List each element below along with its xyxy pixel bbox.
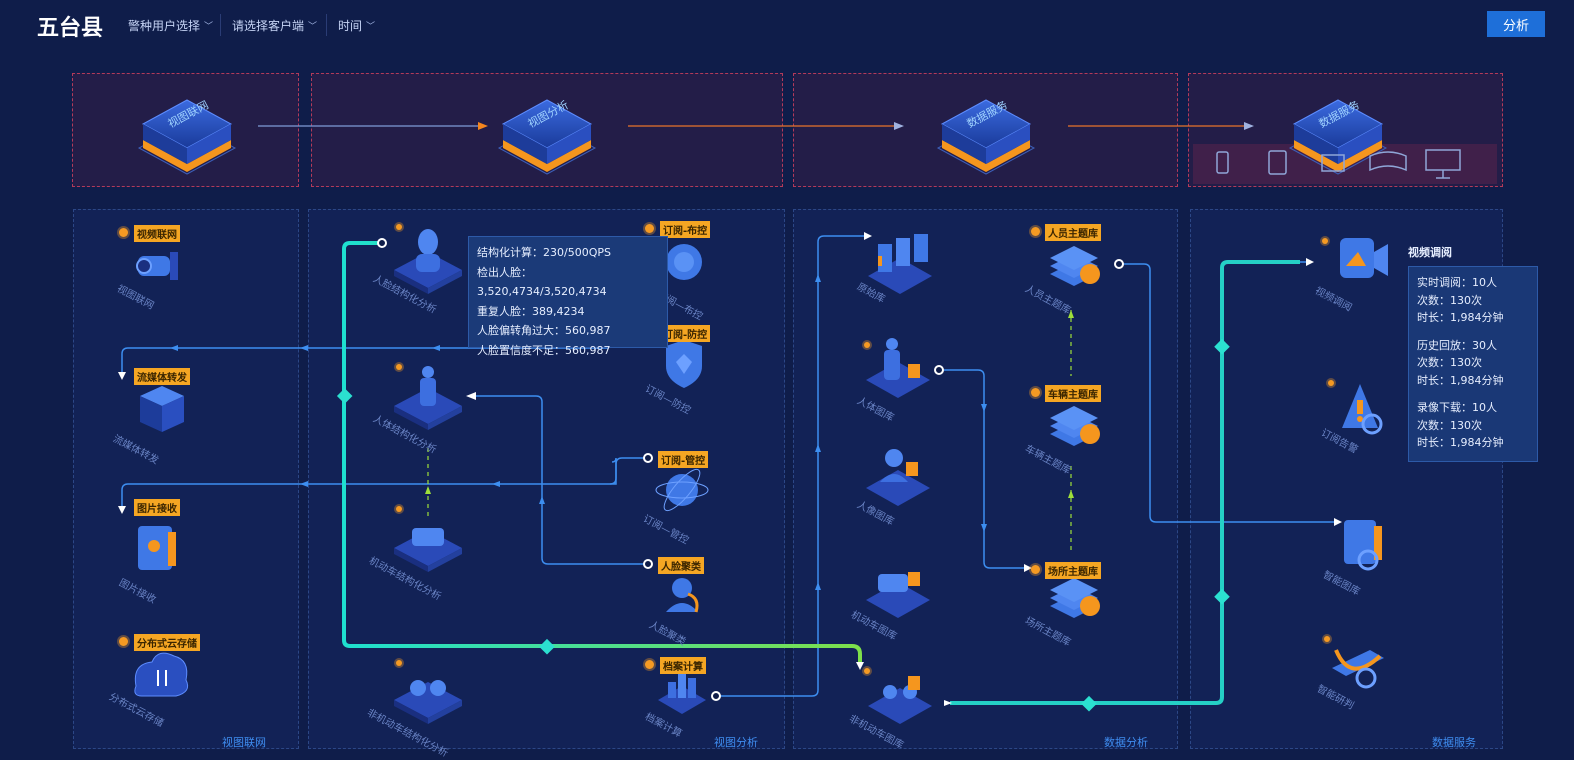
panel-label: 数据分析	[1104, 736, 1148, 749]
popup-line: 实时调阅：10人	[1417, 276, 1497, 289]
popup-line: 时长：1,984分钟	[1417, 436, 1504, 449]
analysis-stats-popup: 结构化计算：230/500QPS 检出人脸：3,520,4734/3,520,4…	[468, 236, 668, 357]
tag-person-theme[interactable]: 人员主题库	[1045, 224, 1101, 241]
client-dropdown[interactable]: 请选择客户端﹀	[232, 17, 317, 34]
popup-line: 历史回放：30人	[1417, 338, 1497, 352]
status-dot	[864, 342, 870, 348]
panel-data-analysis	[793, 209, 1178, 749]
time-dropdown[interactable]: 时间﹀	[338, 17, 375, 34]
tag-sub-manage[interactable]: 订阅-管控	[658, 451, 709, 468]
tag-archive-calc[interactable]: 档案计算	[660, 657, 706, 674]
popup-line: 次数：130次	[1417, 356, 1482, 369]
tag-sub-deploy[interactable]: 订阅-布控	[660, 221, 711, 238]
chip-icon	[936, 99, 1036, 175]
divider	[326, 14, 327, 36]
panel-label: 视图联网	[222, 736, 266, 749]
status-dot	[1324, 636, 1330, 642]
panel-label: 数据服务	[1432, 736, 1476, 749]
chip-icon	[1288, 99, 1388, 175]
time-label: 时间	[338, 19, 363, 33]
tag-stream-forward[interactable]: 流媒体转发	[134, 368, 190, 385]
video-call-title: 视频调阅	[1408, 246, 1452, 259]
popup-line: 次数：130次	[1417, 418, 1482, 432]
tag-vehicle-theme[interactable]: 车辆主题库	[1045, 385, 1101, 402]
tag-video-network[interactable]: 视频联网	[134, 225, 180, 242]
chevron-down-icon: ﹀	[308, 22, 318, 32]
chip-icon	[137, 99, 237, 175]
tag-image-receive[interactable]: 图片接收	[134, 499, 180, 516]
status-dot	[396, 506, 402, 512]
popup-line: 次数：130次	[1417, 293, 1482, 307]
panel-network	[73, 209, 299, 749]
video-call-popup: 实时调阅：10人 次数：130次 时长：1,984分钟 历史回放：30人 次数：…	[1408, 266, 1538, 462]
tag-place-theme[interactable]: 场所主题库	[1045, 562, 1101, 579]
client-label: 请选择客户端	[232, 19, 305, 33]
status-dot	[396, 224, 402, 230]
status-dot	[119, 228, 128, 237]
page-title: 五台县	[37, 16, 104, 41]
user-type-label: 警种用户选择	[128, 19, 201, 33]
tag-distributed-storage[interactable]: 分布式云存储	[134, 634, 200, 651]
popup-line: 人脸置信度不足：560,987	[477, 343, 611, 357]
status-dot	[1031, 388, 1040, 397]
popup-line: 检出人脸：3,520,4734/3,520,4734	[477, 265, 607, 299]
status-dot	[396, 364, 402, 370]
popup-line: 时长：1,984分钟	[1417, 311, 1504, 324]
device-icons	[1216, 149, 1461, 179]
popup-line: 重复人脸：389,4234	[477, 304, 585, 318]
popup-line: 结构化计算：230/500QPS	[477, 246, 611, 259]
chevron-down-icon: ﹀	[204, 22, 214, 32]
popup-line: 人脸偏转角过大：560,987	[477, 324, 611, 337]
status-dot	[1031, 565, 1040, 574]
status-dot	[119, 637, 128, 646]
status-dot	[645, 224, 654, 233]
panel-label: 视图分析	[714, 736, 758, 749]
tag-face-cluster[interactable]: 人脸聚类	[658, 557, 704, 574]
status-dot	[396, 660, 402, 666]
status-dot	[864, 668, 870, 674]
status-dot	[1328, 380, 1334, 386]
tag-sub-control[interactable]: 订阅-防控	[660, 325, 711, 342]
popup-line: 时长：1,984分钟	[1417, 373, 1504, 387]
status-dot	[1031, 227, 1040, 236]
popup-line: 录像下载：10人	[1417, 401, 1497, 414]
user-type-dropdown[interactable]: 警种用户选择﹀	[128, 17, 213, 34]
node-icons	[134, 229, 1388, 724]
status-dot	[1322, 238, 1328, 244]
chip-icon	[497, 99, 597, 175]
divider	[220, 14, 221, 36]
status-dot	[645, 660, 654, 669]
chevron-down-icon: ﹀	[366, 22, 376, 32]
analyze-button[interactable]: 分析	[1487, 11, 1545, 37]
